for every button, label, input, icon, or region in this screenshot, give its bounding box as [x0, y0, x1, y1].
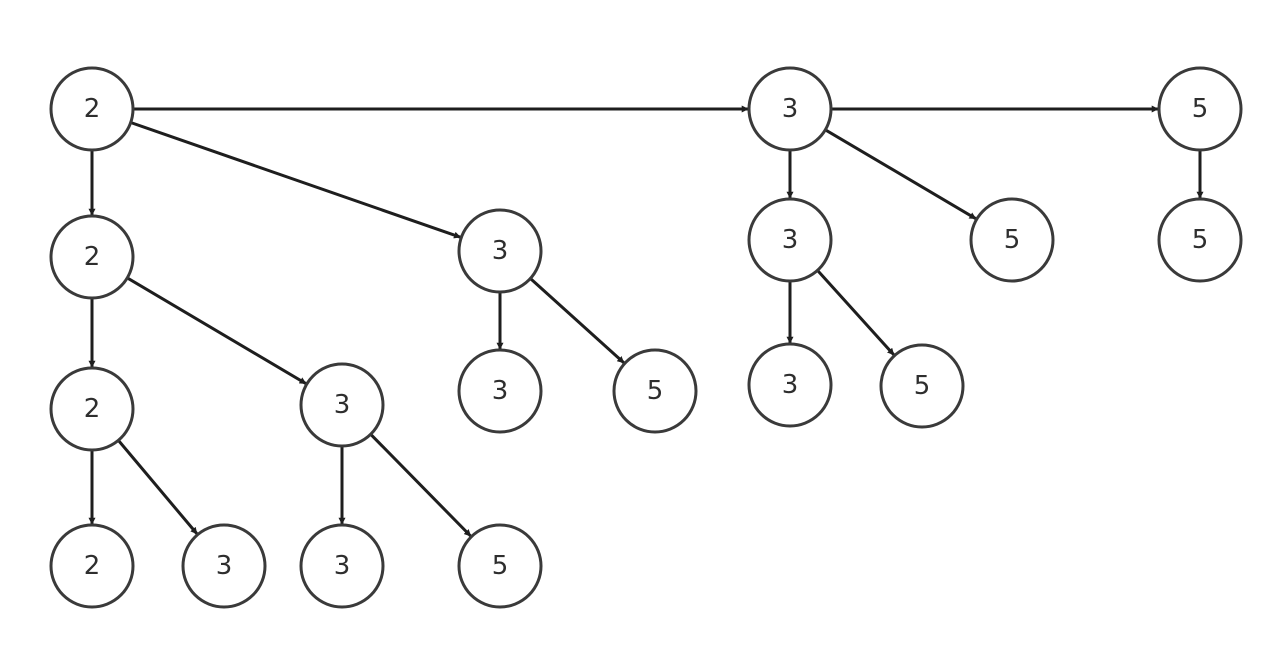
node-circle: [457, 348, 543, 434]
node-label: 3: [782, 370, 799, 400]
node-circle: [969, 197, 1055, 283]
node-circle: [49, 366, 135, 452]
node-circle: [747, 342, 833, 428]
tree-node-n11: 3: [457, 348, 543, 434]
node-label: 3: [216, 551, 233, 581]
node-circle: [49, 214, 135, 300]
tree-node-n5: 3: [457, 208, 543, 294]
node-circle: [299, 362, 385, 448]
node-label: 2: [84, 551, 101, 581]
edge-n1-n5: [130, 121, 461, 239]
node-label: 3: [334, 390, 351, 420]
node-circle: [457, 523, 543, 609]
edge-n9-n16: [117, 439, 199, 535]
node-circle: [1157, 197, 1243, 283]
tree-node-n16: 3: [181, 523, 267, 609]
edges: [88, 105, 1204, 538]
tree-node-n17: 3: [299, 523, 385, 609]
tree-node-n4: 2: [49, 214, 135, 300]
edge-n5-n12: [529, 277, 625, 364]
tree-node-n1: 2: [49, 66, 135, 152]
tree-node-n9: 2: [49, 366, 135, 452]
tree-node-n10: 3: [299, 362, 385, 448]
tree-node-n2: 3: [747, 66, 833, 152]
tree-node-n3: 5: [1157, 66, 1243, 152]
tree-node-n15: 2: [49, 523, 135, 609]
node-circle: [49, 66, 135, 152]
edge-n4-n10: [126, 276, 307, 385]
node-circle: [181, 523, 267, 609]
node-circle: [747, 197, 833, 283]
node-label: 3: [782, 225, 799, 255]
tree-node-n12: 5: [612, 348, 698, 434]
node-label: 3: [334, 551, 351, 581]
edge-n2-n7: [824, 128, 977, 220]
node-label: 5: [1192, 225, 1209, 255]
tree-node-n18: 5: [457, 523, 543, 609]
node-circle: [299, 523, 385, 609]
edge-n6-n14: [816, 269, 895, 356]
node-label: 5: [914, 371, 931, 401]
node-label: 2: [84, 394, 101, 424]
node-label: 3: [492, 376, 509, 406]
node-label: 5: [1004, 225, 1021, 255]
node-circle: [49, 523, 135, 609]
node-circle: [879, 343, 965, 429]
node-label: 2: [84, 242, 101, 272]
tree-node-n8: 5: [1157, 197, 1243, 283]
node-circle: [1157, 66, 1243, 152]
node-circle: [457, 208, 543, 294]
node-circle: [612, 348, 698, 434]
edge-n10-n18: [369, 433, 472, 538]
tree-node-n14: 5: [879, 343, 965, 429]
node-label: 5: [647, 376, 664, 406]
tree-node-n7: 5: [969, 197, 1055, 283]
node-circle: [747, 66, 833, 152]
node-label: 5: [1192, 94, 1209, 124]
tree-node-n6: 3: [747, 197, 833, 283]
tree-node-n13: 3: [747, 342, 833, 428]
node-label: 3: [492, 236, 509, 266]
node-label: 3: [782, 94, 799, 124]
nodes: 2 3 5 2 3 3 5 5 2 3 3 5 3 5 2 3 3 5: [49, 66, 1243, 609]
node-label: 5: [492, 551, 509, 581]
node-label: 2: [84, 94, 101, 124]
